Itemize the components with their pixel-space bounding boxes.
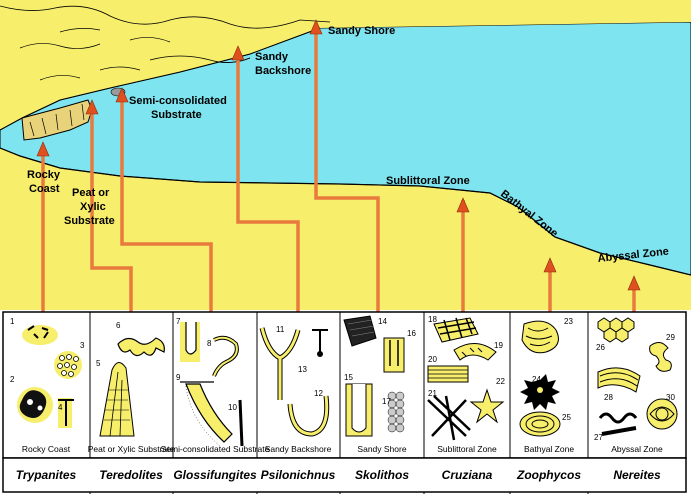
panel-trypanites-fossils <box>17 325 82 428</box>
fig-number: 10 <box>228 403 237 412</box>
fig-number: 23 <box>564 317 573 326</box>
fig-number: 20 <box>428 355 437 364</box>
fig-number: 6 <box>116 321 121 330</box>
fig-number: 21 <box>428 389 437 398</box>
ichnofacies-glossifungites: Glossifungites <box>173 468 257 482</box>
panel-psilonichnus-fossils <box>259 327 330 437</box>
fig-number: 2 <box>10 375 15 384</box>
fig-number: 27 <box>594 433 603 442</box>
caption-semi-consolidated: Semi-consolidated Substrate <box>161 444 270 454</box>
fig-number: 11 <box>276 325 285 334</box>
fig-number: 9 <box>176 373 181 382</box>
fig-number: 15 <box>344 373 353 382</box>
seafloor-line <box>0 147 691 276</box>
label-rocky-1: Rocky <box>27 169 61 181</box>
fig-number: 19 <box>494 341 503 350</box>
ichnofacies-nereites: Nereites <box>613 468 661 482</box>
ichnofacies-skolithos: Skolithos <box>355 468 409 482</box>
fig-number: 14 <box>378 317 387 326</box>
ichnofacies-cruziana: Cruziana <box>442 468 493 482</box>
fig-number: 18 <box>428 315 437 324</box>
ichnofacies-teredolites: Teredolites <box>99 468 163 482</box>
label-rocky-2: Coast <box>29 183 60 195</box>
arrowheads <box>36 19 641 291</box>
fig-number: 30 <box>666 393 675 402</box>
label-peat-3: Substrate <box>64 215 115 227</box>
fig-number: 22 <box>496 377 505 386</box>
fig-number: 28 <box>604 393 613 402</box>
caption-rocky-coast: Rocky Coast <box>22 444 71 454</box>
fig-number: 29 <box>666 333 675 342</box>
fig-number: 5 <box>96 359 101 368</box>
caption-abyssal: Abyssal Zone <box>611 444 663 454</box>
panel-nereites-fossils <box>597 317 678 436</box>
ichnofacies-name-strip <box>2 457 687 493</box>
fig-number: 3 <box>80 341 85 350</box>
fig-number: 12 <box>314 389 323 398</box>
fig-number: 13 <box>298 365 307 374</box>
label-sandy-backshore-1: Sandy <box>255 51 289 63</box>
panel-zoophycos-fossils <box>519 320 561 437</box>
panel-teredolites-fossils <box>99 337 165 437</box>
fig-number: 7 <box>176 317 181 326</box>
fig-number: 8 <box>207 339 212 348</box>
label-sandy-backshore-2: Backshore <box>255 65 311 77</box>
label-sandy-shore: Sandy Shore <box>328 25 395 37</box>
panel-skolithos-fossils <box>343 315 405 437</box>
label-peat-2: Xylic <box>80 201 106 213</box>
label-peat-1: Peat or <box>72 187 110 199</box>
fig-number: 24 <box>532 375 541 384</box>
label-sublittoral: Sublittoral Zone <box>386 175 470 187</box>
fig-number: 26 <box>596 343 605 352</box>
panel-cruziana-fossils <box>427 317 505 441</box>
panel-glossifungites-fossils <box>180 322 244 447</box>
caption-bathyal: Bathyal Zone <box>524 444 574 454</box>
fig-number: 1 <box>10 317 15 326</box>
caption-peat: Peat or Xylic Substrate <box>88 444 175 454</box>
label-semi-consolidated-1: Semi-consolidated <box>129 95 227 107</box>
label-semi-consolidated-2: Substrate <box>151 109 202 121</box>
fig-number: 16 <box>407 329 416 338</box>
fig-number: 17 <box>382 397 391 406</box>
fig-number: 4 <box>58 403 63 412</box>
fig-number: 25 <box>562 413 571 422</box>
land-surface <box>0 0 691 130</box>
ichnofacies-zoophycos: Zoophycos <box>516 468 581 482</box>
ichnofacies-trypanites: Trypanites <box>16 468 77 482</box>
arrow-group <box>41 30 636 312</box>
caption-sandy-shore: Sandy Shore <box>357 444 406 454</box>
caption-sandy-backshore: Sandy Backshore <box>265 444 332 454</box>
ichnofacies-psilonichnus: Psilonichnus <box>261 468 336 482</box>
caption-sublittoral: Sublittoral Zone <box>437 444 497 454</box>
